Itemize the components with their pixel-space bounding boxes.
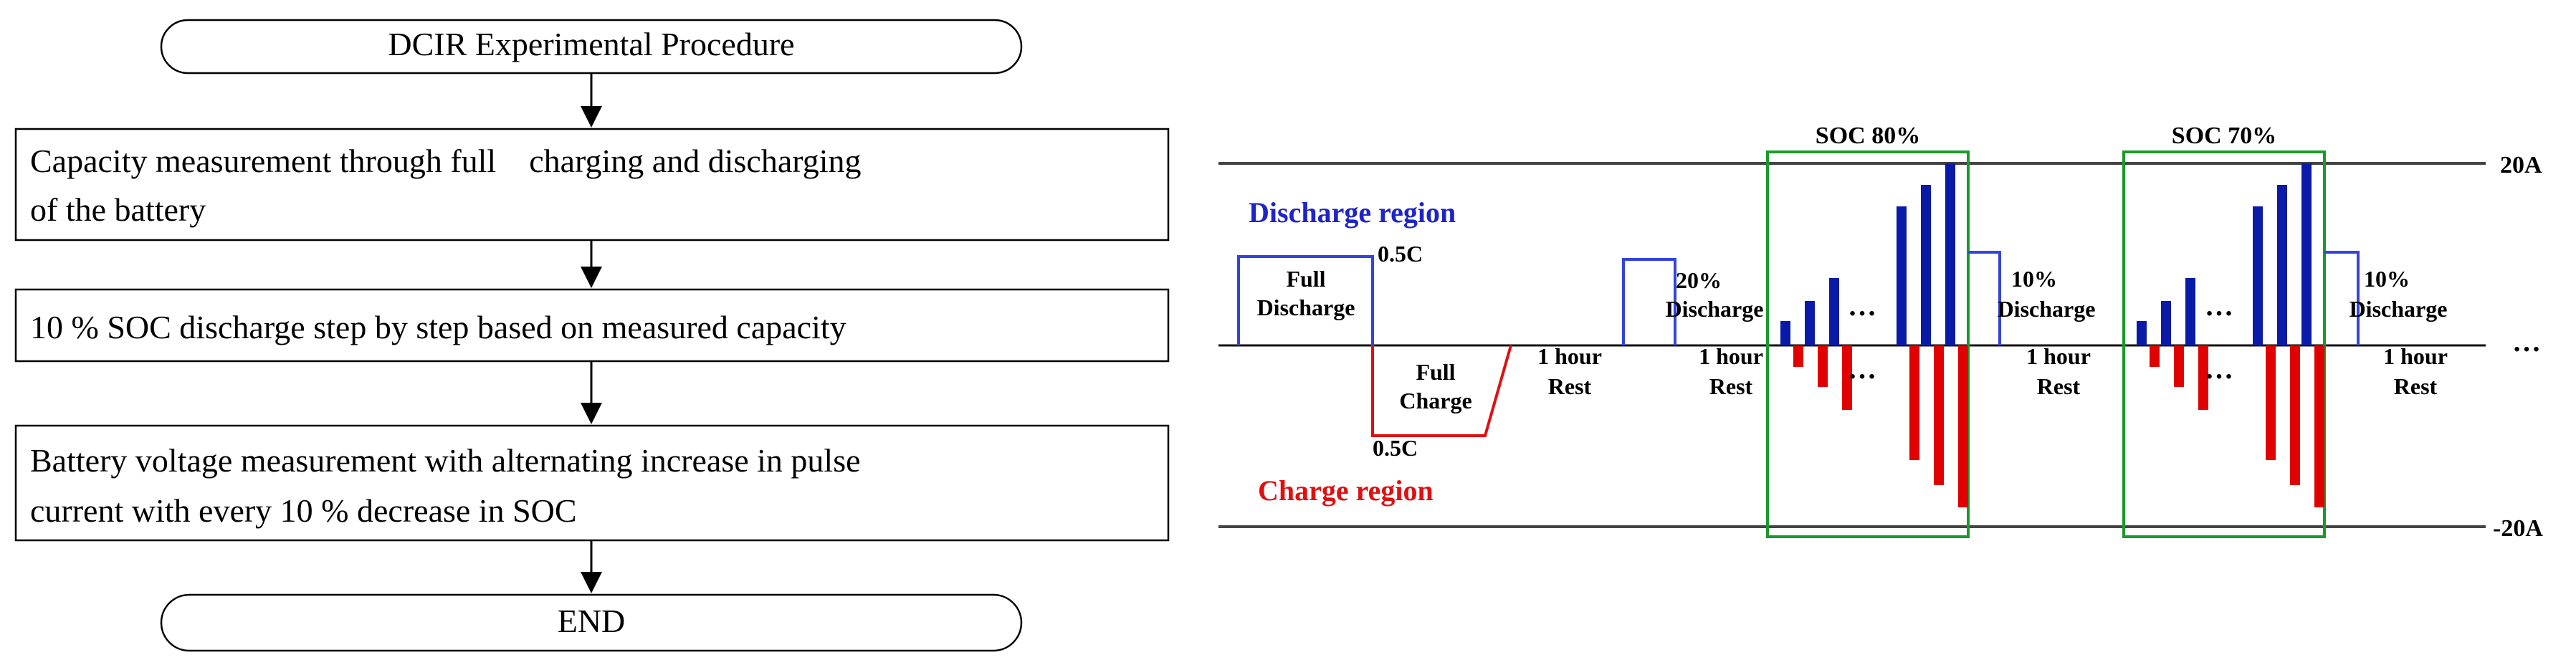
current-profile: 20A -20A … Discharge region Charge regio…	[1218, 123, 2543, 542]
soc-70-ellipsis-top: …	[2205, 290, 2233, 322]
soc-80-discharge-pulse-3	[1829, 278, 1839, 345]
full-discharge-pulse	[1237, 255, 1374, 345]
soc-70-window	[2122, 150, 2326, 538]
flow-arrowhead-3	[581, 403, 602, 424]
flow-arrowhead-4	[581, 572, 602, 593]
discharge-20-pulse	[1622, 258, 1676, 345]
full-discharge-label-1: Full	[1286, 266, 1325, 292]
flow-arrowhead-1	[581, 106, 602, 128]
soc-80-pulses	[1780, 163, 1968, 507]
end-label: END	[558, 603, 626, 639]
rest-1-label-1: 1 hour	[1537, 343, 1602, 369]
soc-80-charge-pulse-5	[1934, 345, 1944, 485]
rate-bottom-label: 0.5C	[1373, 435, 1418, 461]
discharge-10-pulse-1	[1968, 251, 2001, 345]
full-discharge-label-2: Discharge	[1257, 295, 1355, 320]
discharge-region-label: Discharge region	[1249, 196, 1456, 229]
soc-80-charge-pulse-6	[1958, 345, 1968, 507]
step-3-line-1: Battery voltage measurement with alterna…	[30, 442, 861, 479]
discharge-10-label-1b: Discharge	[1998, 296, 2096, 322]
soc-80-ellipsis-top: …	[1848, 290, 1876, 322]
full-charge-label-1: Full	[1416, 359, 1455, 385]
step-2-line-1: 10 % SOC discharge step by step based on…	[30, 309, 846, 345]
flow-arrowhead-2	[581, 267, 602, 288]
soc-80-discharge-pulse-5	[1921, 185, 1931, 345]
discharge-20-label-1: 20%	[1676, 267, 1722, 293]
rate-top-label: 0.5C	[1378, 241, 1423, 267]
rest-3-label-1: 1 hour	[2026, 343, 2091, 369]
discharge-20-label-2: Discharge	[1666, 296, 1764, 322]
soc-80-charge-pulse-3	[1842, 345, 1852, 410]
limit-top-label: 20A	[2500, 152, 2542, 178]
limit-bottom-label: -20A	[2493, 515, 2543, 542]
soc-70-discharge-pulse-3	[2185, 278, 2195, 345]
full-charge-label-2: Charge	[1399, 388, 1471, 413]
soc-80-charge-pulse-4	[1909, 345, 1919, 460]
soc-70-label: SOC 70%	[2172, 123, 2276, 149]
soc-70-charge-pulse-6	[2314, 345, 2324, 507]
discharge-10-pulse-2	[2324, 251, 2360, 345]
soc-70-charge-pulse-4	[2266, 345, 2276, 460]
soc-80-window	[1766, 150, 1970, 538]
rest-4-label-2: Rest	[2394, 373, 2438, 399]
charge-region-label: Charge region	[1258, 474, 1434, 507]
rest-3-label-2: Rest	[2037, 373, 2081, 399]
soc-70-ellipsis-bottom: …	[2205, 353, 2233, 385]
step-box-1	[14, 128, 1170, 241]
step-box-3	[14, 424, 1170, 542]
soc-70-charge-pulse-2	[2174, 345, 2184, 387]
rest-2-label-1: 1 hour	[1699, 343, 1763, 369]
discharge-10-label-2b: Discharge	[2350, 296, 2448, 322]
soc-80-charge-pulse-2	[1818, 345, 1828, 387]
soc-80-discharge-pulse-4	[1897, 206, 1907, 345]
rest-1-label-2: Rest	[1548, 373, 1592, 399]
discharge-10-label-2a: 10%	[2364, 266, 2410, 292]
soc-70-discharge-pulse-6	[2301, 163, 2312, 345]
soc-70-discharge-pulse-2	[2161, 301, 2171, 345]
soc-80-charge-pulse-1	[1793, 345, 1803, 367]
step-3-line-2: current with every 10 % decrease in SOC	[30, 492, 577, 529]
soc-70-discharge-pulse-4	[2253, 206, 2263, 345]
rest-4-label-1: 1 hour	[2383, 343, 2448, 369]
soc-70-discharge-pulse-5	[2277, 185, 2287, 345]
flowchart: DCIR Experimental Procedure Capacity mea…	[14, 19, 1170, 652]
soc-80-label: SOC 80%	[1816, 123, 1920, 149]
baseline-continuation: …	[2512, 325, 2541, 358]
soc-70-pulses	[2137, 163, 2324, 507]
soc-80-discharge-pulse-2	[1805, 301, 1815, 345]
rest-2-label-2: Rest	[1709, 373, 1753, 399]
soc-80-discharge-pulse-6	[1945, 163, 1955, 345]
start-label: DCIR Experimental Procedure	[388, 26, 794, 62]
soc-80-ellipsis-bottom: …	[1848, 353, 1876, 385]
soc-70-discharge-pulse-1	[2137, 321, 2147, 345]
full-charge-pulse	[1371, 345, 1512, 437]
step-1-line-2: of the battery	[30, 191, 206, 228]
soc-70-charge-pulse-3	[2198, 345, 2208, 410]
step-1-line-1: Capacity measurement through full chargi…	[30, 143, 862, 179]
end-terminator	[160, 593, 1023, 652]
discharge-10-label-1a: 10%	[2011, 266, 2057, 292]
soc-70-charge-pulse-5	[2290, 345, 2300, 485]
soc-70-charge-pulse-1	[2150, 345, 2160, 367]
soc-80-discharge-pulse-1	[1780, 321, 1790, 345]
